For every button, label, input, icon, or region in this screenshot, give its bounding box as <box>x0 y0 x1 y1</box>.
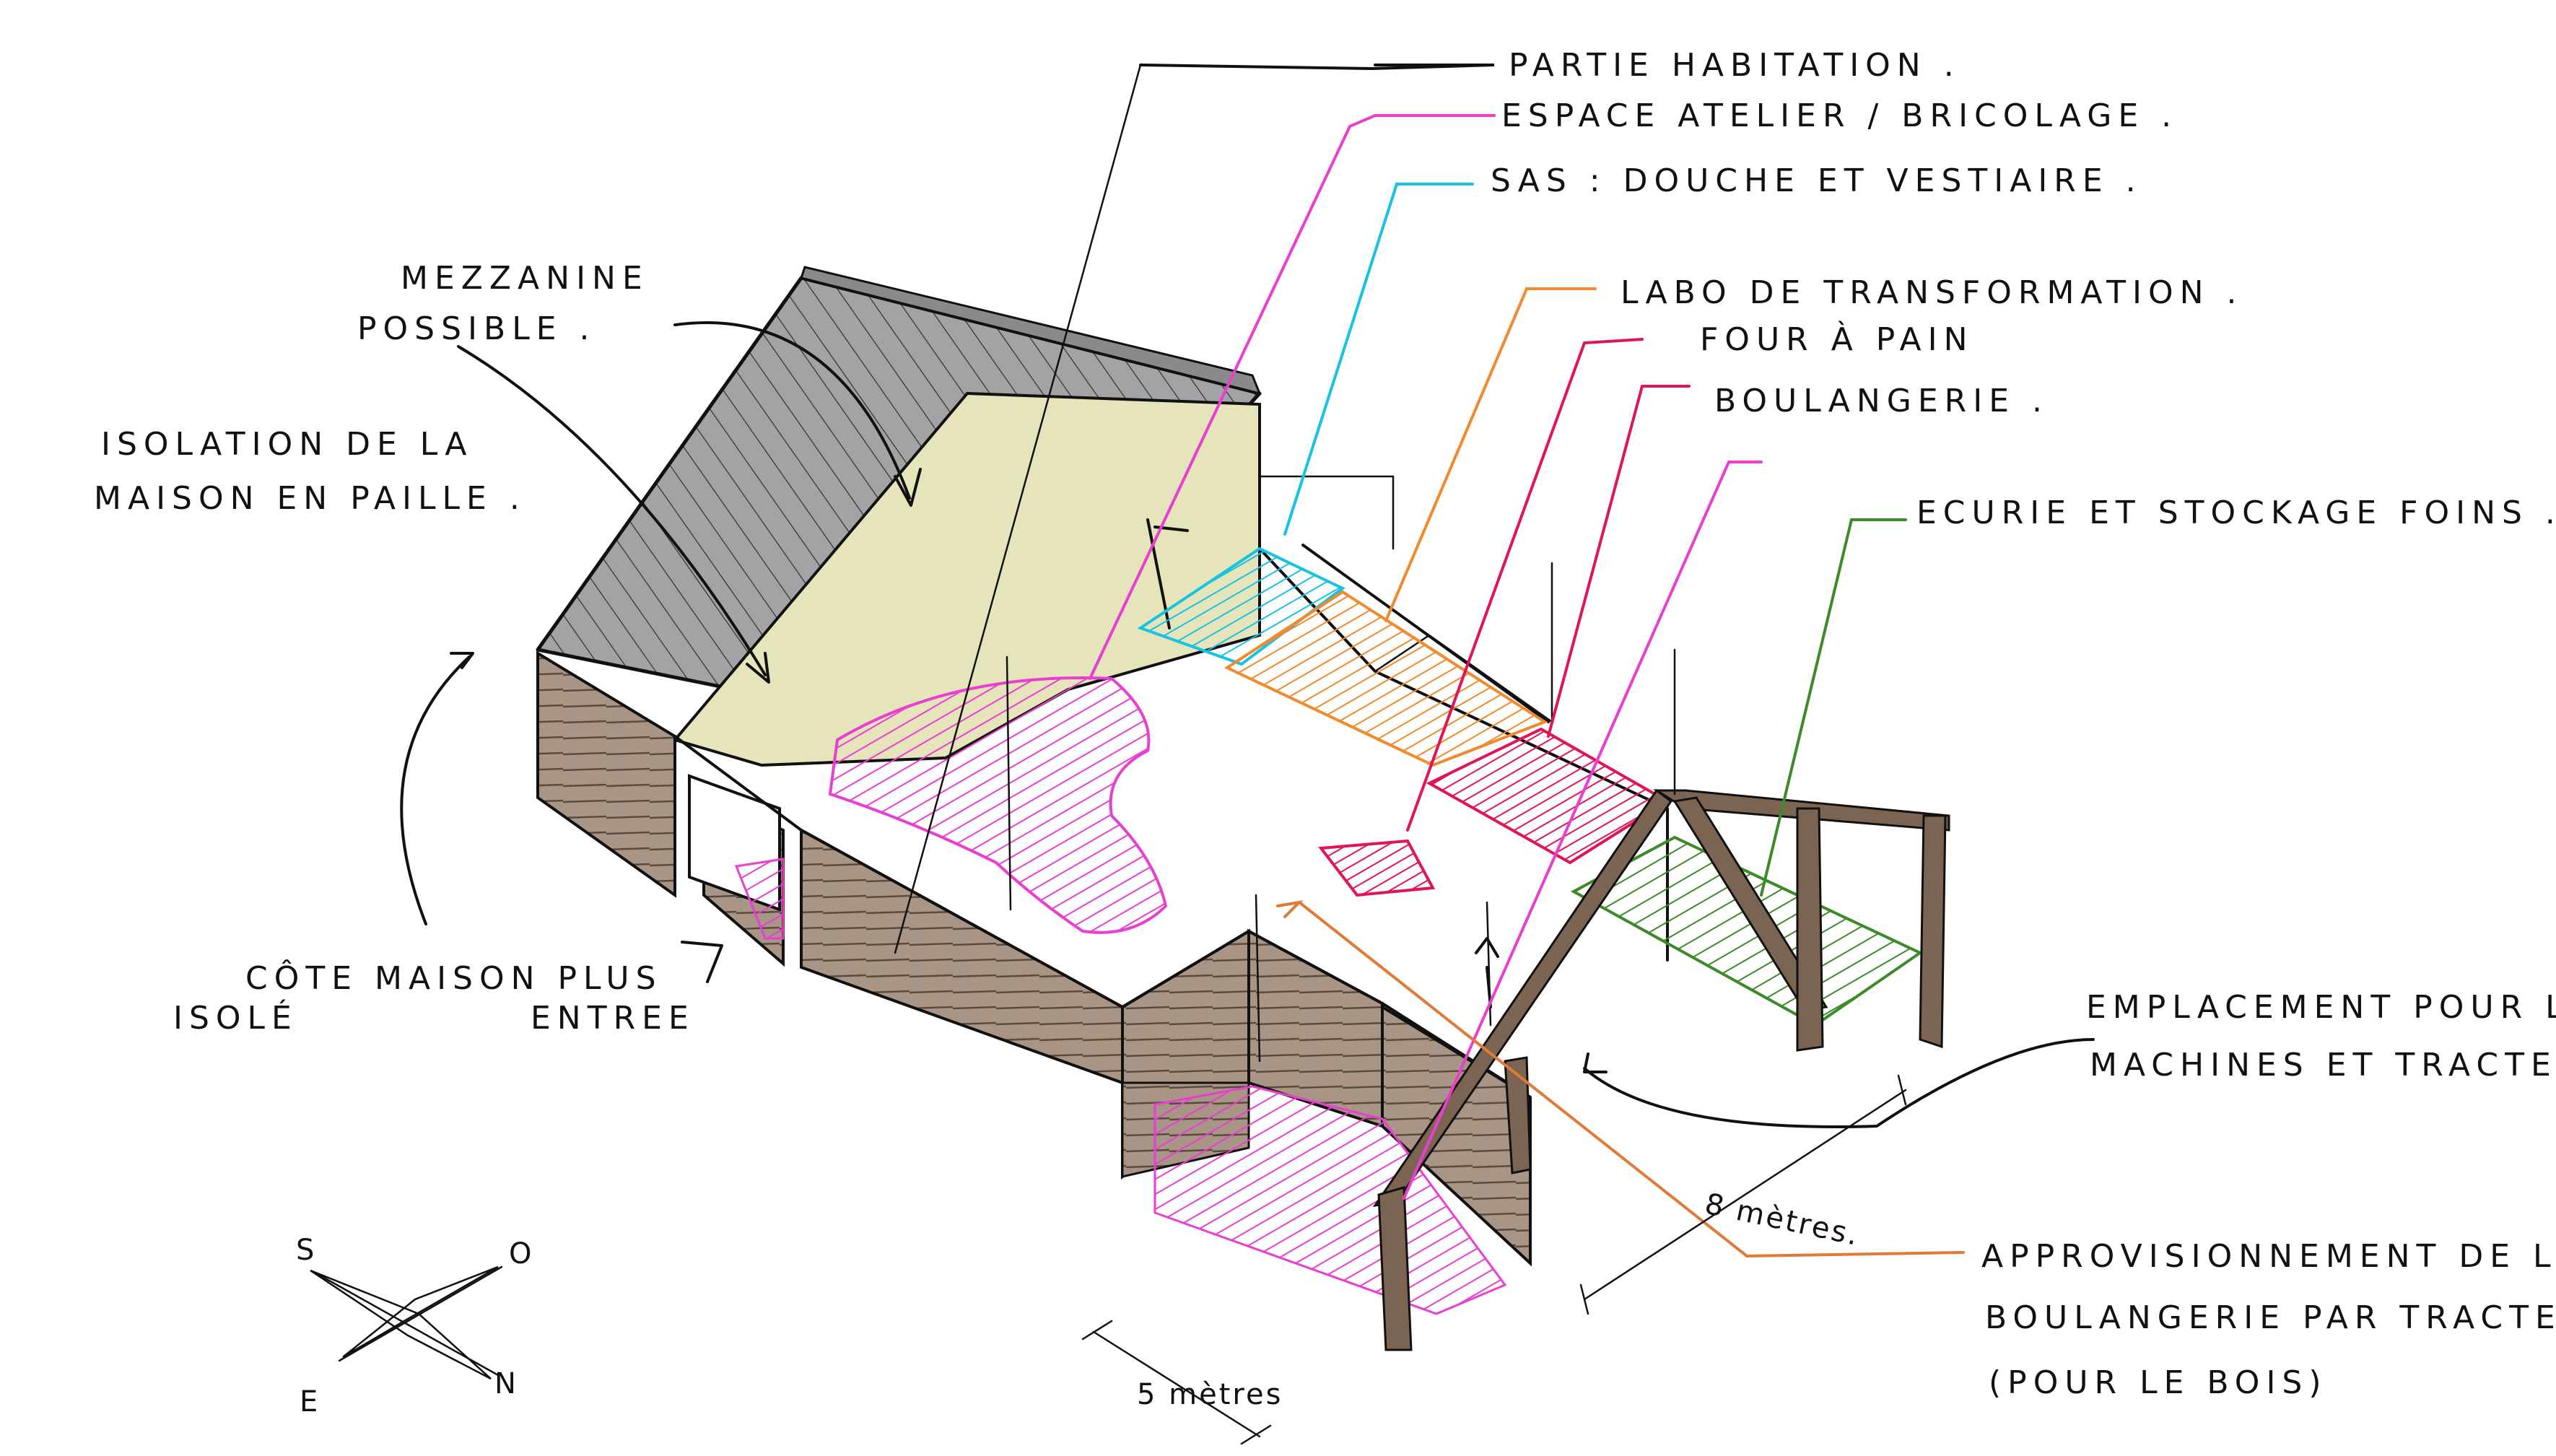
zone-sas <box>1137 546 1345 666</box>
zone-atelier <box>734 676 1507 1315</box>
label-dim-5-metres: 5 mètres <box>1137 1378 1283 1411</box>
leader-lines <box>1089 64 1965 1257</box>
construction-lines <box>894 64 1676 1063</box>
label-approvisionnement: APPROVISIONNEMENT DE LA <box>1981 1238 2556 1275</box>
label-isole: ISOLÉ <box>173 998 298 1037</box>
label-entree: ENTREE <box>531 1000 695 1037</box>
label-mezzanine-possible: POSSIBLE . <box>357 310 596 347</box>
label-maison-paille: MAISON EN PAILLE . <box>94 480 526 517</box>
zone-labo <box>1224 590 1548 767</box>
label-partie-habitation: PARTIE HABITATION . <box>1509 47 1960 84</box>
compass-label-e: E <box>300 1385 320 1418</box>
dimension-lines <box>1081 1074 1907 1445</box>
label-labo: LABO DE TRANSFORMATION . <box>1621 274 2243 311</box>
timber-frame <box>1372 788 1950 1351</box>
label-sas: SAS : DOUCHE ET VESTIAIRE . <box>1491 162 2142 199</box>
compass-rose <box>310 1265 503 1380</box>
label-ecurie: ECURIE ET STOCKAGE FOINS . <box>1916 494 2556 531</box>
compass-label-s: S <box>296 1234 316 1267</box>
label-emplacement: EMPLACEMENT POUR LES <box>2086 989 2556 1026</box>
zone-ecurie <box>1570 835 1923 1027</box>
label-four-a-pain: FOUR À PAIN <box>1700 320 1974 358</box>
label-cote-maison: CÔTE MAISON PLUS <box>245 959 663 997</box>
annotation-arrows <box>400 321 2095 1128</box>
label-machines-tracteur: MACHINES ET TRACTEUR. <box>2090 1047 2556 1084</box>
label-dim-8-metres: 8 mètres. <box>1702 1187 1863 1252</box>
compass-label-n: N <box>494 1367 518 1400</box>
label-isolation: ISOLATION DE LA <box>101 426 473 463</box>
label-pour-le-bois: (POUR LE BOIS) <box>1989 1364 2328 1401</box>
wood-walls <box>536 650 1532 1267</box>
compass-label-o: O <box>509 1237 533 1270</box>
zone-four <box>1318 839 1436 897</box>
label-boulangerie-tracteur: BOULANGERIE PAR TRACTEUR <box>1985 1299 2556 1336</box>
label-boulangerie: BOULANGERIE . <box>1714 383 2049 419</box>
label-mezzanine: MEZZANINE <box>401 260 649 297</box>
label-espace-atelier: ESPACE ATELIER / BRICOLAGE . <box>1501 97 2178 134</box>
